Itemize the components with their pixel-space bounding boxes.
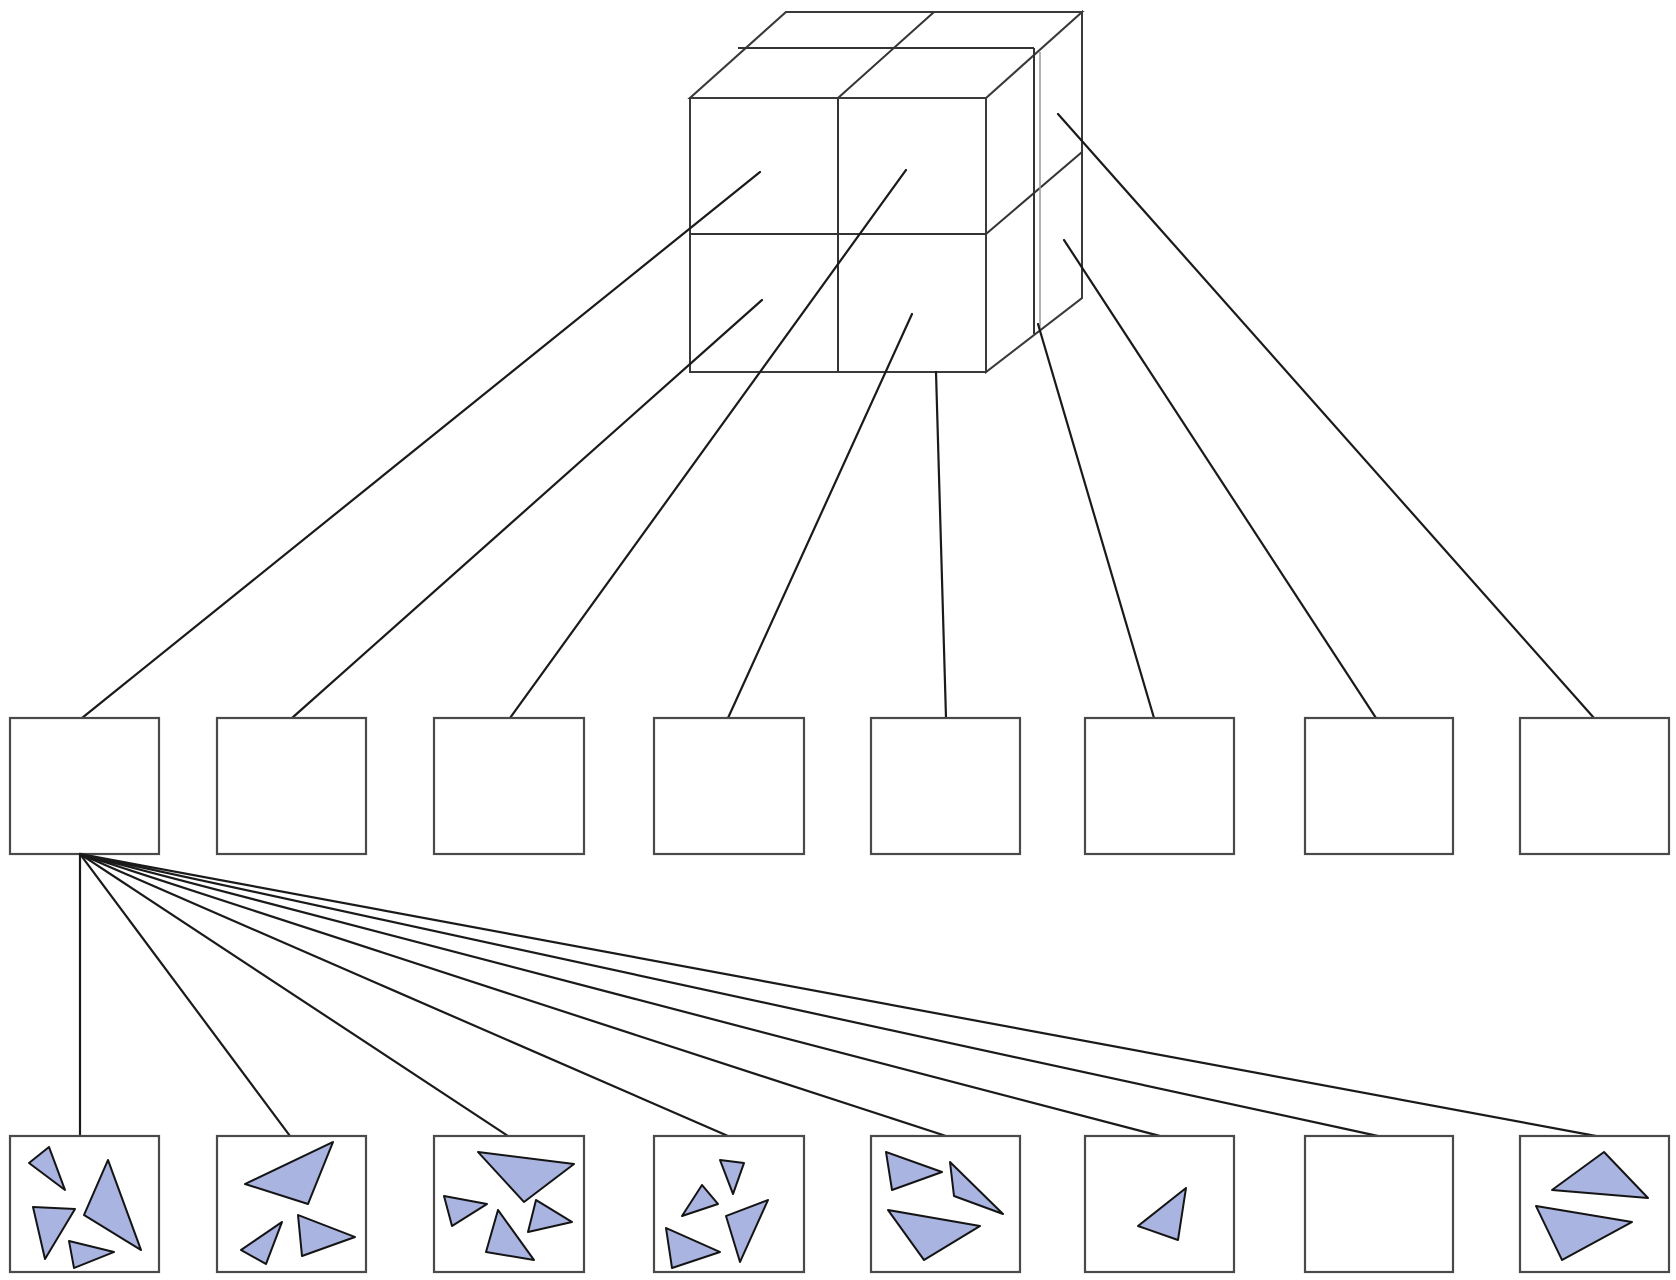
leaf-3-triangle-2 — [443, 1195, 488, 1227]
leaf-node-6 — [1083, 1134, 1236, 1274]
level1-nodes — [8, 716, 1671, 856]
edge-leaf-8 — [78, 852, 1598, 1138]
level1-node-8 — [1518, 716, 1671, 856]
edge-root-child-6 — [1036, 322, 1156, 720]
leaf-5-triangle-2 — [949, 1161, 1004, 1215]
cube-right-center-line — [985, 151, 1083, 235]
leaf-4-triangle-3 — [725, 1199, 769, 1263]
level1-node-6 — [1083, 716, 1236, 856]
leaf-2-triangle-1 — [244, 1141, 334, 1205]
leaf-8-triangle-1 — [1551, 1151, 1649, 1199]
leaf-2-triangle-2 — [240, 1221, 283, 1265]
leaf-8-triangle-2 — [1535, 1205, 1633, 1261]
root-edges — [80, 112, 1596, 720]
leaf-4-triangle-2 — [681, 1184, 719, 1217]
edge-leaf-7 — [78, 852, 1380, 1138]
leaf-1-triangle-3 — [32, 1206, 76, 1260]
edge-root-child-2 — [290, 298, 764, 720]
leaf-nodes — [8, 1134, 1671, 1274]
cube-top-center-line — [837, 11, 935, 99]
leaf-6-triangle-1 — [1137, 1187, 1187, 1241]
edge-root-child-1 — [80, 170, 762, 720]
edge-leaf-6 — [78, 852, 1162, 1138]
leaf-3-triangle-1 — [477, 1151, 575, 1203]
leaf-node-2 — [215, 1134, 368, 1274]
level1-node-5 — [869, 716, 1022, 856]
leaf-3-triangle-4 — [527, 1199, 573, 1233]
leaf-5-triangle-3 — [887, 1209, 981, 1261]
leaf-edges — [78, 852, 1598, 1138]
level1-node-1 — [8, 716, 161, 856]
edge-leaf-5 — [78, 852, 948, 1138]
edge-root-child-4 — [726, 312, 914, 720]
leaf-triangles — [28, 1141, 1649, 1269]
edge-leaf-2 — [78, 852, 292, 1138]
edge-root-child-3 — [508, 168, 908, 720]
leaf-node-4 — [652, 1134, 806, 1274]
leaf-1-triangle-2 — [83, 1159, 142, 1251]
level1-node-2 — [215, 716, 368, 856]
level1-node-4 — [652, 716, 806, 856]
root-cube — [687, 9, 1085, 375]
leaf-3-triangle-3 — [485, 1209, 535, 1261]
edge-root-child-7 — [1062, 238, 1378, 720]
level1-node-7 — [1303, 716, 1455, 856]
leaf-4-triangle-4 — [665, 1227, 721, 1269]
edge-leaf-3 — [78, 852, 510, 1138]
leaf-5-triangle-1 — [885, 1151, 943, 1191]
edge-root-child-8 — [1056, 112, 1596, 720]
leaf-4-triangle-1 — [719, 1159, 745, 1195]
leaf-1-triangle-1 — [28, 1146, 66, 1191]
leaf-node-8 — [1518, 1134, 1671, 1274]
edge-root-child-5 — [934, 370, 948, 720]
leaf-2-triangle-3 — [297, 1214, 356, 1257]
level1-node-3 — [432, 716, 586, 856]
leaf-1-triangle-4 — [68, 1240, 115, 1269]
leaf-node-7 — [1303, 1134, 1455, 1274]
edge-leaf-4 — [78, 852, 730, 1138]
